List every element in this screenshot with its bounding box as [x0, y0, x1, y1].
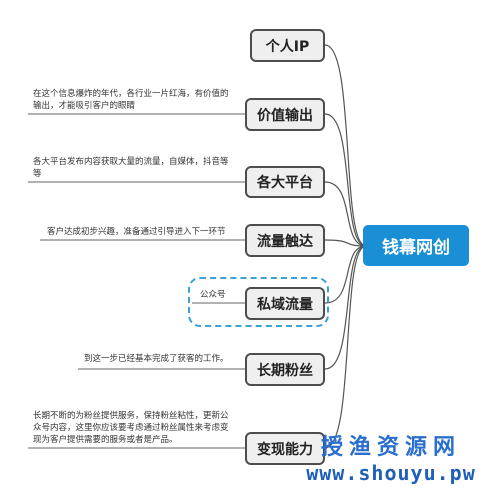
branch-connector	[324, 239, 367, 247]
branch-label: 价值输出	[257, 107, 313, 124]
note-monetization: 长期不断的为粉丝提供服务，保持粉丝粘性，更新公众号内容，这里你应该要考虑通过粉丝…	[33, 411, 229, 445]
watermark: 授渔资源网 www.shouyu.pw	[286, 429, 496, 485]
branch-node-personal-ip[interactable]: 个人IP	[250, 29, 325, 62]
watermark-url: www.shouyu.pw	[306, 461, 476, 485]
root-label: 钱幕网创	[382, 238, 450, 258]
branch-connector	[324, 245, 367, 304]
note-platforms: 各大平台发布内容获取大量的流量，自媒体，抖音等等	[33, 157, 229, 179]
root-node[interactable]: 钱幕网创	[363, 225, 469, 266]
branch-label: 变现能力	[257, 441, 313, 458]
branch-label: 个人IP	[265, 38, 310, 55]
branch-node-value-output[interactable]: 价值输出	[245, 98, 325, 131]
branch-connector	[324, 245, 367, 370]
note-private-traffic: 公众号	[200, 290, 226, 300]
branch-label: 流量触达	[257, 233, 313, 250]
branch-label: 长期粉丝	[257, 362, 313, 379]
branch-connector	[324, 113, 367, 247]
branch-connector	[324, 181, 367, 247]
note-long-term-fans: 到这一步已经基本完成了获客的工作。	[84, 354, 229, 364]
branch-node-private-traffic[interactable]: 私域流量	[245, 287, 325, 320]
branch-label: 私域流量	[257, 296, 313, 313]
branch-connector	[324, 44, 367, 247]
highlight-frame	[188, 277, 329, 327]
branch-node-monetization[interactable]: 变现能力	[245, 432, 325, 465]
branch-label: 各大平台	[257, 175, 313, 191]
branch-connector	[324, 245, 367, 449]
watermark-text: 授渔资源网	[320, 435, 461, 460]
note-traffic-reach: 客户达成初步兴趣，准备通过引导进入下一环节	[47, 227, 226, 237]
branch-node-long-term-fans[interactable]: 长期粉丝	[245, 353, 325, 386]
branch-node-platforms[interactable]: 各大平台	[245, 166, 325, 198]
branch-node-traffic-reach[interactable]: 流量触达	[245, 224, 325, 257]
note-value-output: 在这个信息爆炸的年代，各行业一片红海，有价值的输出，才能吸引客户的眼睛	[33, 89, 229, 111]
